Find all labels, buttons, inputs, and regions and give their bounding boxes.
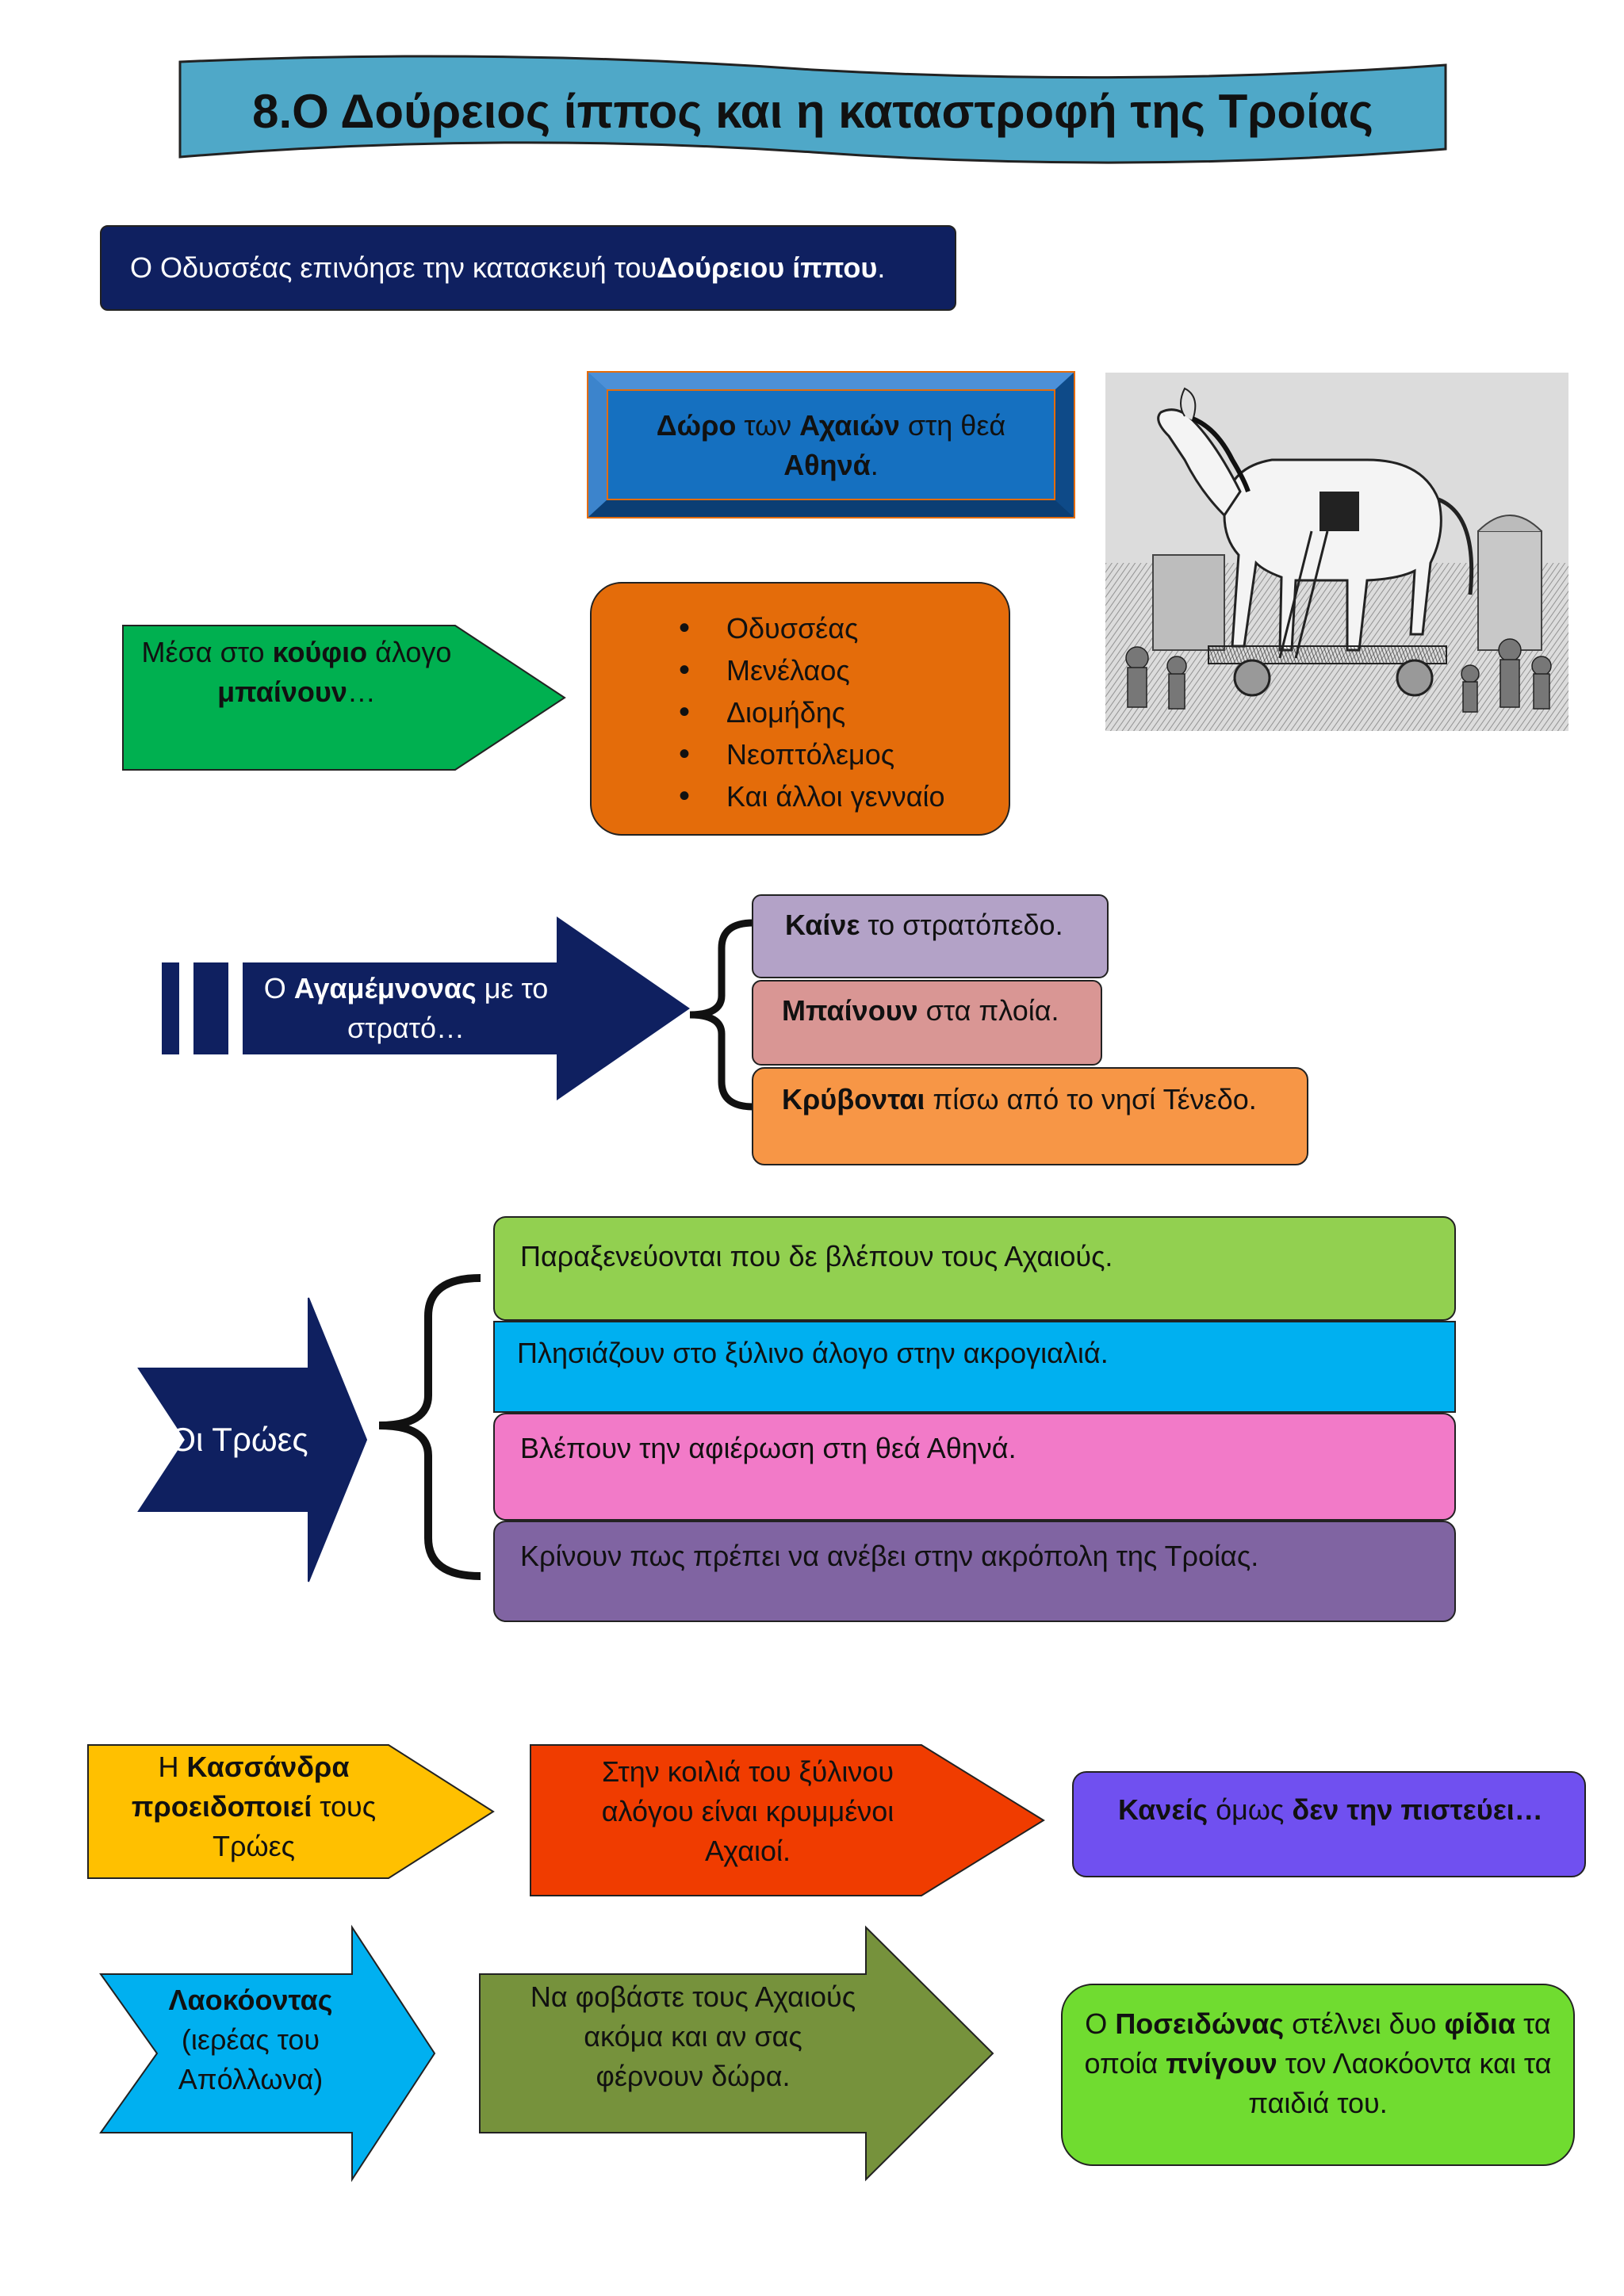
action-text: στα πλοία. [917,994,1059,1027]
poseidon-word-snakes: φίδια [1444,2007,1516,2040]
actions-brace [684,919,755,1111]
list-item: Διομήδης [663,691,1009,733]
poseidon-name: Ποσειδώνας [1115,2007,1285,2040]
agamemnon-text-post: με το στρατό… [347,972,549,1044]
cassandra-text-post: τους Τρώες [213,1790,377,1862]
gift-text-1: των [736,409,800,442]
trojan-action-box: Παραξενεύονται που δε βλέπουν τους Αχαιο… [493,1216,1456,1321]
gift-word-achaeans: Αχαιών [799,409,900,442]
action-text: το στρατόπεδο. [860,909,1063,941]
fear-arrow: Να φοβάστε τους Αχαιούς ακόμα και αν σας… [479,1925,994,2182]
intro-box: Ο Οδυσσέας επινόησε την κατασκευή του Δο… [100,225,956,311]
trojan-action-box: Κρίνουν πως πρέπει να ανέβει στην ακρόπο… [493,1521,1456,1622]
action-hide-box: Κρύβονται πίσω από το νησί Τένεδο. [752,1067,1308,1165]
trojan-action-text: Κρίνουν πως πρέπει να ανέβει στην ακρόπο… [520,1540,1259,1572]
poseidon-text-1: στέλνει δυο [1284,2007,1445,2040]
intro-text-pre: Ο Οδυσσέας επινόησε την κατασκευή του [130,251,657,284]
trojan-horse-image [1105,373,1568,731]
action-verb: Μπαίνουν [782,994,918,1027]
trojans-brace [373,1269,484,1586]
laocoon-arrow: Λαοκόοντας (ιερέας του Απόλλωνα) [99,1924,436,2183]
nobody-text-mid: όμως [1208,1793,1293,1826]
cassandra-text-pre: Η [158,1751,187,1783]
list-item: Μενέλαος [663,649,1009,691]
inside-word-enter: μπαίνουν [217,675,347,708]
inside-text-pre: Μέσα στο [141,636,273,668]
title-banner: 8.Ο Δούρειος ίππος και η καταστροφή της … [178,55,1447,166]
list-item: Οδυσσέας [663,607,1009,649]
intro-text-post: . [877,251,886,284]
trojan-action-text: Βλέπουν την αφιέρωση στη θεά Αθηνά. [520,1432,1017,1464]
action-ships-box: Μπαίνουν στα πλοία. [752,980,1102,1066]
nobody-word: Κανείς [1118,1793,1208,1826]
inside-text-mid: άλογο [367,636,452,668]
poseidon-text-2: τα οποία [1084,2007,1551,2080]
poseidon-box: Ο Ποσειδώνας στέλνει δυο φίδια τα οποία … [1061,1984,1575,2166]
poseidon-text-pre: Ο [1085,2007,1116,2040]
page-title: 8.Ο Δούρειος ίππος και η καταστροφή της … [252,84,1373,138]
list-item: Και άλλοι γενναίο [663,775,1009,817]
gift-text-3: . [870,449,879,481]
trojans-chevron: Οι Τρώες [137,1297,368,1582]
inside-arrow: Μέσα στο κούφιο άλογο μπαίνουν… [122,625,566,771]
poseidon-word-strangle: πνίγουν [1166,2047,1277,2080]
cassandra-word-warns: προειδοποιεί [131,1790,312,1823]
laocoon-role: (ιερέας του Απόλλωνα) [178,2023,324,2095]
gift-text-2: στη θεά [899,409,1006,442]
agamemnon-name: Αγαμέμνονας [293,972,477,1004]
belly-arrow: Στην κοιλιά του ξύλινου αλόγου είναι κρυ… [530,1744,1045,1896]
trojans-label: Οι Τρώες [170,1421,308,1458]
trojan-action-text: Πλησιάζουν στο ξύλινο άλογο στην ακρογια… [517,1337,1109,1369]
poseidon-text-3: τον Λαοκόοντα και τα παιδιά του. [1248,2047,1552,2119]
trojan-action-text: Παραξενεύονται που δε βλέπουν τους Αχαιο… [520,1240,1113,1272]
agamemnon-arrow: Ο Αγαμέμνονας με το στρατό… [160,915,691,1102]
heroes-list: Οδυσσέας Μενέλαος Διομήδης Νεοπτόλεμος Κ… [663,607,1009,817]
action-burn-box: Καίνε το στρατόπεδο. [752,894,1109,978]
trojan-action-box: Βλέπουν την αφιέρωση στη θεά Αθηνά. [493,1413,1456,1521]
action-verb: Κρύβονται [782,1083,925,1115]
belly-text: Στην κοιλιά του ξύλινου αλόγου είναι κρυ… [601,1755,894,1867]
inside-word-hollow: κούφιο [272,636,368,668]
action-verb: Καίνε [785,909,860,941]
gift-box: Δώρο των Αχαιών στη θεά Αθηνά. [587,371,1075,519]
nobody-box: Κανείς όμως δεν την πιστεύει… [1072,1771,1586,1877]
fear-quote: Να φοβάστε τους Αχαιούς ακόμα και αν σας… [530,1980,856,2092]
agamemnon-text-pre: Ο [263,972,294,1004]
list-item: Νεοπτόλεμος [663,733,1009,775]
inside-text-post: … [347,675,376,708]
cassandra-name: Κασσάνδρα [186,1751,350,1783]
gift-word-athena: Αθηνά [783,449,871,481]
action-text: πίσω από το νησί Τένεδο. [925,1083,1257,1115]
trojan-action-box: Πλησιάζουν στο ξύλινο άλογο στην ακρογια… [493,1321,1456,1413]
cassandra-arrow: Η Κασσάνδρα προειδοποιεί τους Τρώες [87,1744,495,1879]
intro-text-bold: Δούρειου ίππου [657,251,878,284]
trojan-horse-engraving-icon [1105,373,1568,731]
heroes-box: Οδυσσέας Μενέλαος Διομήδης Νεοπτόλεμος Κ… [590,582,1010,836]
laocoon-name: Λαοκόοντας [168,1984,333,2016]
nobody-disbelief: δεν την πιστεύει… [1292,1793,1543,1826]
gift-word-gift: Δώρο [656,409,737,442]
